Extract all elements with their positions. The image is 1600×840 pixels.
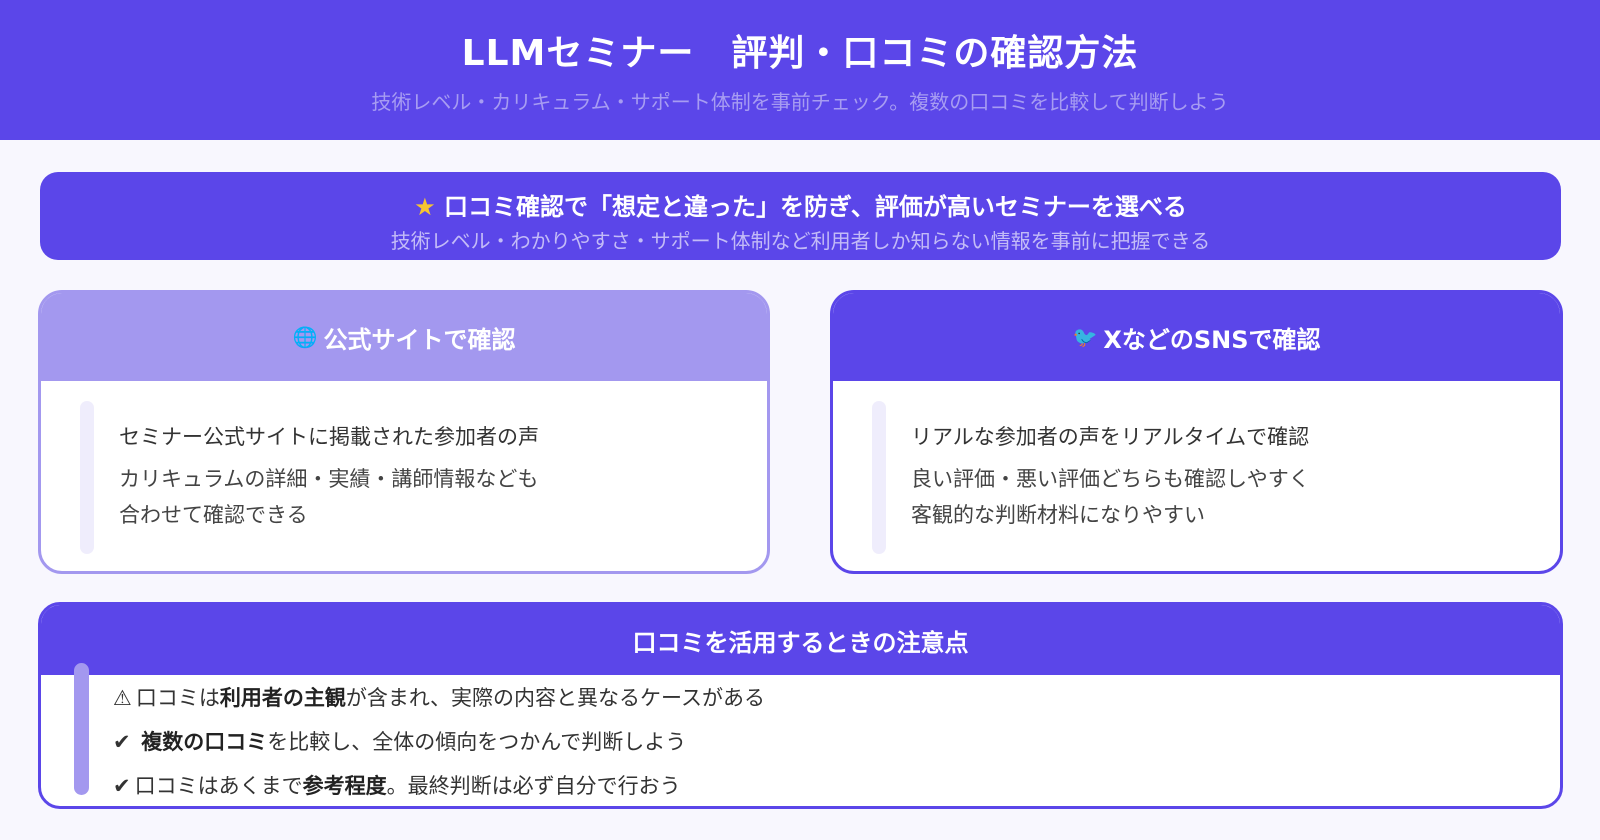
page-title: LLMセミナー 評判・口コミの確認方法 bbox=[461, 33, 1139, 74]
banner-title-row: ★ 口コミ確認で「想定と違った」を防ぎ、評価が高いセミナーを選べる bbox=[40, 187, 1561, 222]
caution-emphasis: 利用者の主観 bbox=[219, 686, 346, 710]
card-detail: カリキュラムの詳細・実績・講師情報なども 合わせて確認できる bbox=[119, 461, 539, 533]
card-title: 公式サイトで確認 bbox=[323, 325, 516, 354]
caution-item: ✔口コミはあくまで参考程度。最終判断は必ず自分で行おう bbox=[113, 771, 765, 806]
checkmark-icon: ✔ bbox=[113, 730, 131, 754]
accent-bar bbox=[80, 401, 94, 554]
card-detail: 良い評価・悪い評価どちらも確認しやすく 客観的な判断材料になりやすい bbox=[911, 461, 1310, 533]
cautions-panel: 口コミを活用するときの注意点 ⚠口コミは利用者の主観が含まれ、実際の内容と異なる… bbox=[38, 602, 1563, 809]
caution-text: 。最終判断は必ず自分で行おう bbox=[386, 774, 681, 798]
bird-icon: 🐦 bbox=[1072, 325, 1098, 349]
star-icon: ★ bbox=[414, 193, 436, 221]
page-subtitle: 技術レベル・カリキュラム・サポート体制を事前チェック。複数の口コミを比較して判断… bbox=[371, 90, 1229, 114]
caution-emphasis: 参考程度 bbox=[302, 774, 387, 798]
key-benefit-banner: ★ 口コミ確認で「想定と違った」を防ぎ、評価が高いセミナーを選べる 技術レベル・… bbox=[40, 172, 1561, 260]
caution-text: 口コミはあくまで bbox=[134, 774, 303, 798]
official-site-card: 🌐 公式サイトで確認 セミナー公式サイトに掲載された参加者の声 カリキュラムの詳… bbox=[38, 290, 770, 574]
card-body: セミナー公式サイトに掲載された参加者の声 カリキュラムの詳細・実績・講師情報など… bbox=[41, 381, 767, 571]
caution-emphasis: 複数の口コミ bbox=[141, 730, 268, 754]
checkmark-icon: ✔ bbox=[113, 774, 131, 798]
card-detail-line-2: 合わせて確認できる bbox=[119, 503, 308, 527]
banner-subtitle: 技術レベル・わかりやすさ・サポート体制など利用者しか知らない情報を事前に把握でき… bbox=[390, 229, 1211, 253]
card-header: 🌐 公式サイトで確認 bbox=[41, 293, 767, 381]
caution-item: ⚠口コミは利用者の主観が含まれ、実際の内容と異なるケースがある bbox=[113, 683, 765, 727]
caution-item: ✔ 複数の口コミを比較し、全体の傾向をつかんで判断しよう bbox=[113, 727, 765, 771]
card-lead: セミナー公式サイトに掲載された参加者の声 bbox=[119, 425, 539, 449]
cautions-list: ⚠口コミは利用者の主観が含まれ、実際の内容と異なるケースがある ✔ 複数の口コミ… bbox=[113, 683, 765, 806]
card-body: リアルな参加者の声をリアルタイムで確認 良い評価・悪い評価どちらも確認しやすく … bbox=[833, 381, 1560, 571]
caution-text: を比較し、全体の傾向をつかんで判断しよう bbox=[267, 730, 687, 754]
card-title: XなどのSNSで確認 bbox=[1103, 325, 1321, 354]
accent-bar bbox=[74, 663, 89, 795]
caution-text: が含まれ、実際の内容と異なるケースがある bbox=[345, 686, 765, 710]
sns-card: 🐦 XなどのSNSで確認 リアルな参加者の声をリアルタイムで確認 良い評価・悪い… bbox=[830, 290, 1563, 574]
card-header: 🐦 XなどのSNSで確認 bbox=[833, 293, 1560, 381]
warning-icon: ⚠ bbox=[113, 686, 132, 710]
card-lead: リアルな参加者の声をリアルタイムで確認 bbox=[911, 425, 1310, 449]
globe-icon: 🌐 bbox=[292, 325, 318, 349]
caution-text: 口コミは bbox=[135, 686, 220, 710]
banner-title: 口コミ確認で「想定と違った」を防ぎ、評価が高いセミナーを選べる bbox=[444, 193, 1187, 221]
cautions-title: 口コミを活用するときの注意点 bbox=[41, 605, 1560, 675]
page-header: LLMセミナー 評判・口コミの確認方法 技術レベル・カリキュラム・サポート体制を… bbox=[0, 0, 1600, 140]
accent-bar bbox=[872, 401, 886, 554]
card-detail-line-1: 良い評価・悪い評価どちらも確認しやすく bbox=[911, 467, 1310, 491]
card-detail-line-1: カリキュラムの詳細・実績・講師情報なども bbox=[119, 467, 539, 491]
card-detail-line-2: 客観的な判断材料になりやすい bbox=[911, 503, 1205, 527]
